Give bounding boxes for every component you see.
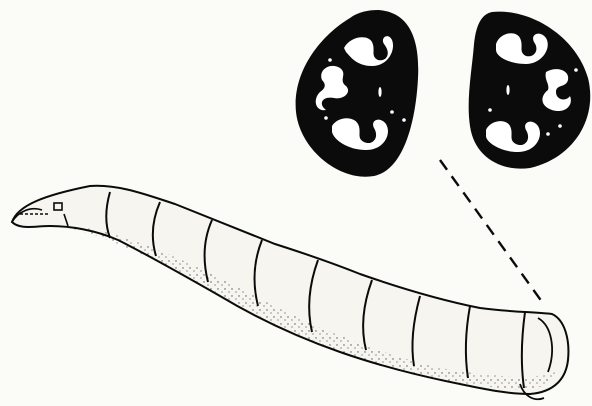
spiracle-plate-left [296,10,419,177]
leader-line [440,160,545,306]
larva-body-outline [12,186,568,394]
posterior-spiracle-right [469,12,591,169]
posterior-spiracle-left [296,10,419,177]
larva-body [12,186,568,399]
